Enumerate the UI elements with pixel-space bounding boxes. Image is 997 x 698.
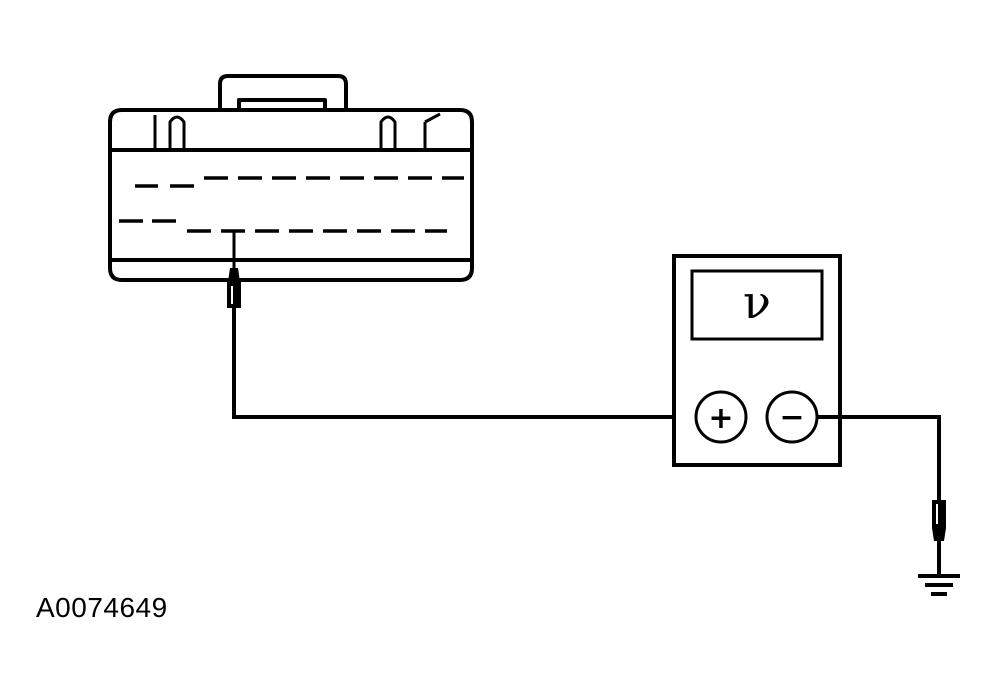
figure-id: A0074649 [36,592,168,623]
ground-probe-icon [932,500,946,574]
negative-lead-wire [817,415,941,500]
connector-rib [168,115,186,150]
connector-rib [424,112,441,124]
positive-terminal-label: + [708,401,733,436]
connector-rib [379,115,397,150]
ground-icon [918,574,960,596]
positive-lead-wire [232,308,696,419]
connector-body [108,108,474,282]
voltmeter-display-symbol: ν [743,275,771,329]
connector-pin-row-upper [135,176,464,188]
negative-terminal-label: − [779,400,804,435]
voltmeter: ν + − [672,254,842,467]
probe-icon [227,268,241,308]
voltmeter-display [690,269,824,341]
positive-terminal [694,390,748,444]
connector-icon [108,74,474,282]
connector-lock-tab [218,74,348,112]
connector-pin-row-lower [119,219,447,233]
